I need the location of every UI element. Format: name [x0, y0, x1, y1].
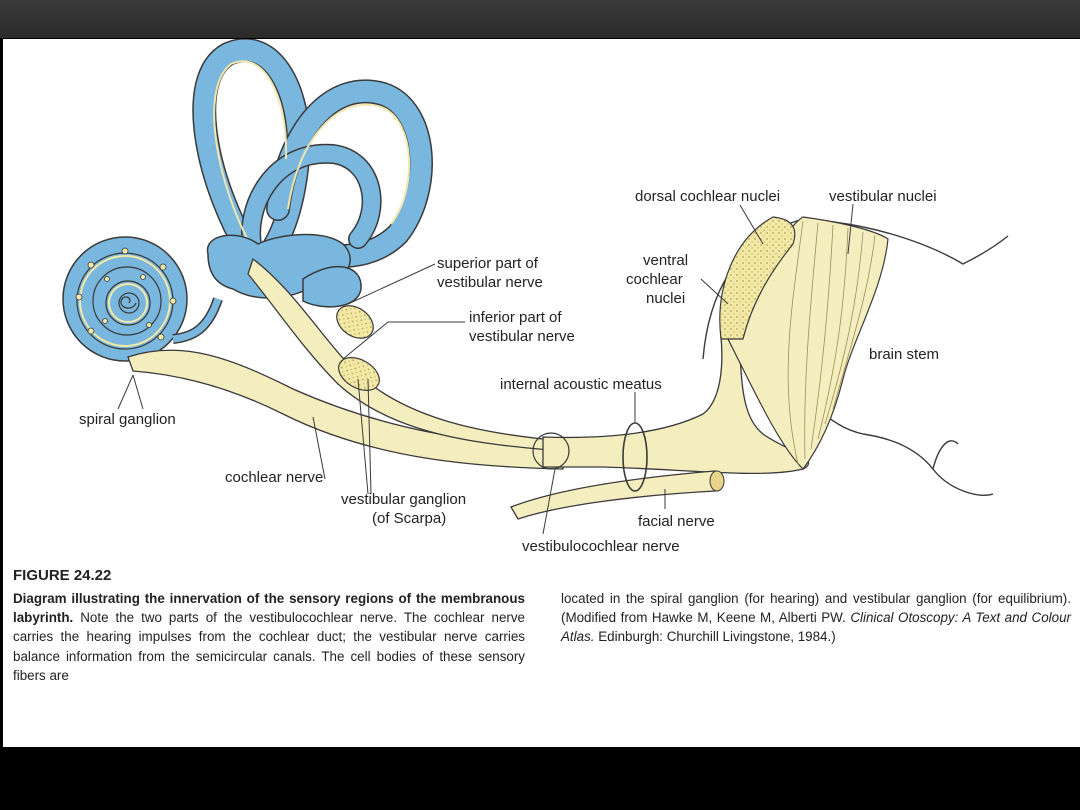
vestibule	[206, 233, 362, 308]
slide-page: dorsal cochlear nuclei vestibular nuclei…	[3, 39, 1080, 747]
cochlea	[62, 236, 223, 362]
caption-right-text-1: located in the spiral ganglion (for hear…	[561, 591, 1071, 626]
label-superior-1: superior part of	[437, 255, 539, 272]
label-spiral-ganglion: spiral ganglion	[79, 411, 176, 428]
innervation-diagram: dorsal cochlear nuclei vestibular nuclei…	[62, 39, 1009, 555]
window-bottom-bar	[0, 748, 1080, 810]
label-inferior-2: vestibular nerve	[469, 328, 575, 345]
label-inferior-1: inferior part of	[469, 309, 562, 326]
label-dorsal-cochlear-nuclei: dorsal cochlear nuclei	[635, 188, 780, 205]
window-top-bar	[0, 0, 1080, 38]
caption-left-column: Diagram illustrating the innervation of …	[13, 589, 525, 685]
label-internal-acoustic-meatus: internal acoustic meatus	[500, 376, 662, 393]
label-vestibular-ganglion-2: (of Scarpa)	[372, 510, 446, 527]
label-ventral-1: ventral	[643, 252, 688, 269]
caption-left-text: Note the two parts of the vestibulocochl…	[13, 610, 525, 683]
label-cochlear-nerve: cochlear nerve	[225, 469, 323, 486]
semicircular-canals	[192, 39, 433, 271]
label-brain-stem: brain stem	[869, 346, 939, 363]
caption-bold-lead: Diagram illustrating the innervation of …	[13, 591, 525, 626]
label-ventral-3: nuclei	[646, 290, 685, 307]
nerves	[127, 257, 810, 520]
caption-right-text-2: Edinburgh: Churchill Livingstone, 1984.)	[594, 629, 836, 645]
meatus-ring	[622, 422, 648, 492]
figure-caption: FIGURE 24.22 Diagram illustrating the in…	[13, 566, 1073, 683]
meatus-circle	[532, 432, 570, 470]
caption-right-column: located in the spiral ganglion (for hear…	[561, 589, 1071, 647]
label-facial-nerve: facial nerve	[638, 513, 715, 530]
label-vestibulocochlear-nerve: vestibulocochlear nerve	[522, 538, 680, 555]
label-vestibular-nuclei: vestibular nuclei	[829, 188, 937, 205]
label-vestibular-ganglion-1: vestibular ganglion	[341, 491, 466, 508]
brain-stem	[702, 216, 1009, 496]
leader-lines	[117, 203, 854, 535]
label-superior-2: vestibular nerve	[437, 274, 543, 291]
label-ventral-2: cochlear	[626, 271, 683, 288]
figure-number: FIGURE 24.22	[13, 567, 112, 584]
caption-citation-title: Clinical Otoscopy: A Text and Colour Atl…	[561, 610, 1071, 645]
